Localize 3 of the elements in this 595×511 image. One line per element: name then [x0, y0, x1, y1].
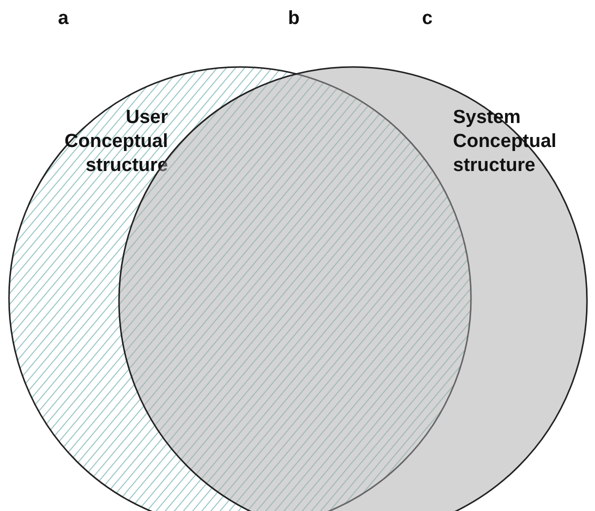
region-letter: a: [58, 8, 69, 30]
region-letter: c: [422, 8, 433, 30]
region-letter: b: [288, 8, 300, 30]
